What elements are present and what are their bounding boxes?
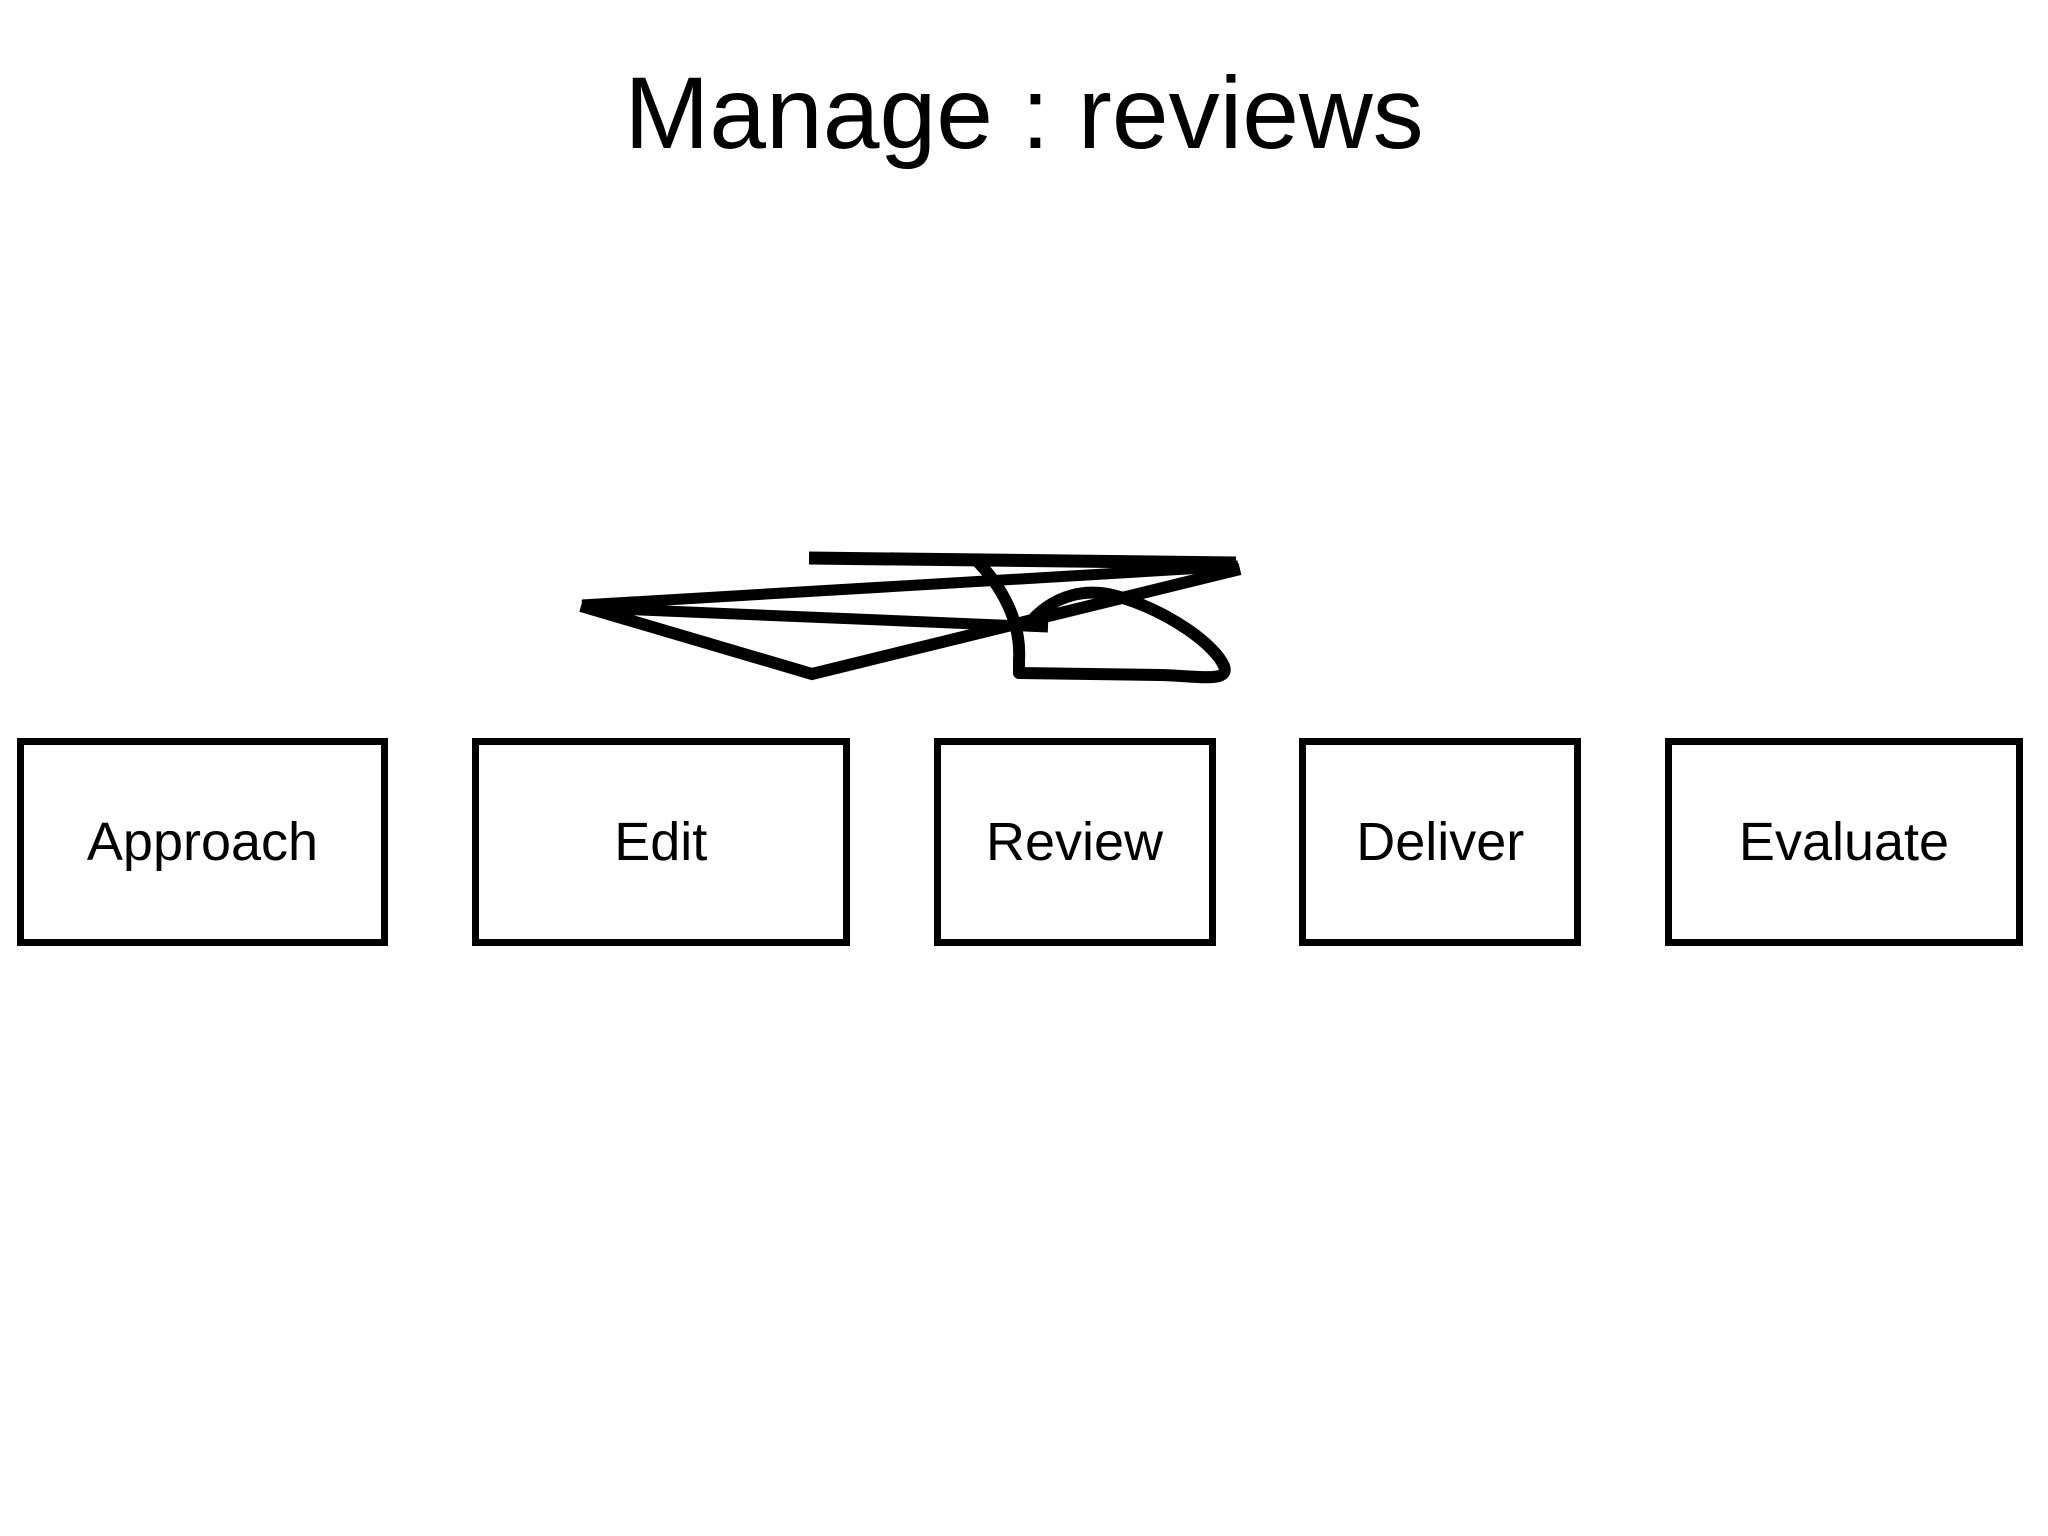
ink-stroke-mid-line — [591, 602, 1049, 633]
stage-label-review: Review — [985, 812, 1164, 872]
process-stage-row: Approach Edit Review Deliver Evaluate — [17, 738, 2023, 946]
stage-box-approach[interactable]: Approach — [17, 738, 388, 946]
ink-stroke-v-shape — [579, 563, 1242, 681]
page-title: Manage : reviews — [624, 56, 1424, 170]
stage-label-evaluate: Evaluate — [1738, 812, 1950, 872]
stage-label-edit: Edit — [614, 812, 708, 872]
stage-label-approach: Approach — [86, 812, 319, 872]
stage-box-deliver[interactable]: Deliver — [1299, 738, 1582, 946]
stage-box-review[interactable]: Review — [933, 738, 1216, 946]
ink-stroke-top-line — [808, 551, 1237, 570]
stage-box-evaluate[interactable]: Evaluate — [1665, 738, 2023, 946]
ink-stroke-right-loop — [973, 557, 1231, 684]
stage-label-deliver: Deliver — [1356, 812, 1525, 872]
ink-stroke-upper-diagonal — [581, 560, 1239, 611]
stage-box-edit[interactable]: Edit — [471, 738, 850, 946]
